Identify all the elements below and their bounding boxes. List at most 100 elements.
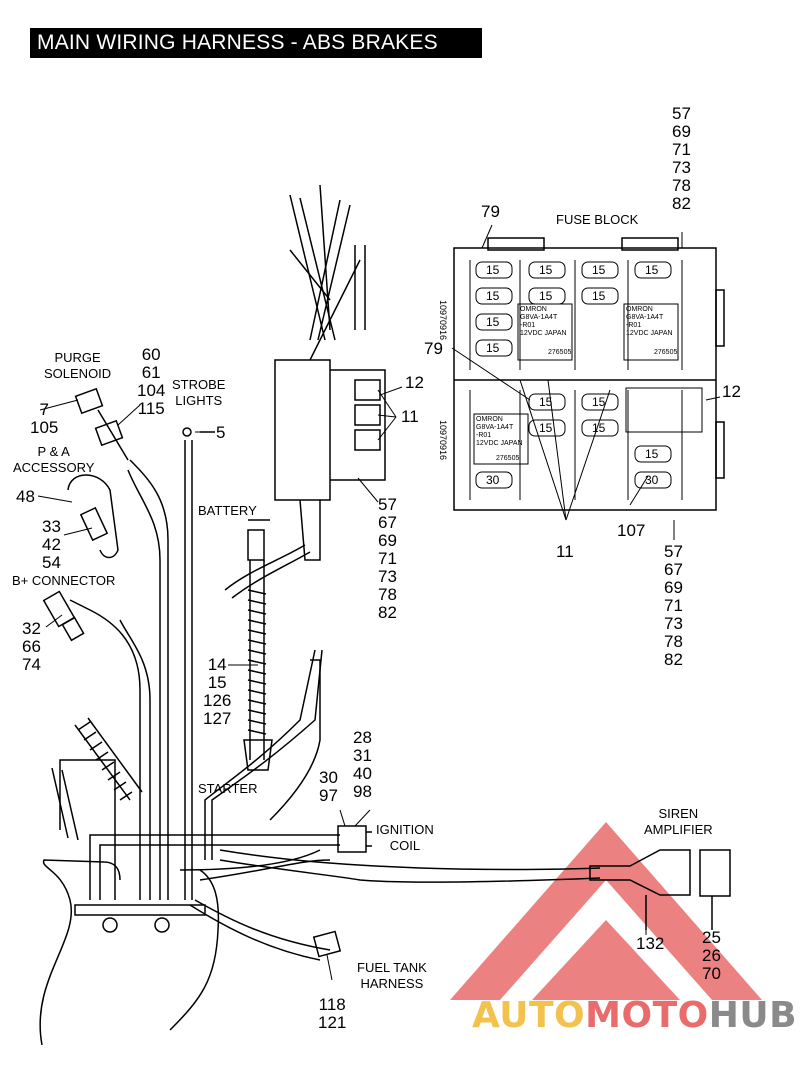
relay-part-number: 276505 [548,349,572,356]
strobe-lights-label-line2: LIGHTS [175,393,223,408]
fuse-value: 15 [539,289,553,303]
callout-num: 57 [672,104,691,123]
callout-num: 121 [318,1013,347,1032]
fuse-block-side-text: 10970916 [438,420,448,461]
callout-28: 28 31 40 98 [353,729,372,801]
purge-solenoid-label-line1: PURGE [54,350,101,365]
relay-text: 12VDC JAPAN [476,440,523,447]
callout-num: 67 [664,560,683,579]
ignition-coil-connector [337,825,372,853]
callout-79a: 79 [481,202,500,221]
callout-num: 105 [30,418,59,437]
pa-accessory-connector [67,474,119,559]
ignition-coil-label-line1: IGNITION [376,822,434,837]
watermark-part: AUTO [472,995,586,1036]
page-title: MAIN WIRING HARNESS - ABS BRAKES [30,28,482,58]
callout-num: 30 [319,768,338,787]
fuse-value: 15 [539,263,553,277]
siren-amplifier-label-line1: SIREN [658,806,699,821]
pa-accessory-label-line1: P & A [37,444,70,459]
callout-num: 127 [203,709,232,728]
callout-num: 73 [378,567,397,586]
fuse-value: 15 [592,421,606,435]
siren-amplifier-label: SIREN AMPLIFIER [644,806,713,838]
watermark-part: HUB [708,995,798,1036]
fuse-value: 15 [592,289,606,303]
relay-label-1: OMRON G8VA-1A4T -R01 12VDC JAPAN [520,306,567,338]
relay-text: OMRON [520,306,547,313]
relay-text: -R01 [476,432,492,439]
battery-label: BATTERY [198,503,257,518]
strobe-lights-label-line1: STROBE [172,377,226,392]
callout-num: 82 [378,603,397,622]
callout-11a: 11 [401,407,419,426]
relay-text: OMRON [476,416,503,423]
relay-text: -R01 [626,322,642,329]
callout-num: 104 [137,381,166,400]
callout-num: 115 [137,399,165,418]
relay-text: -R01 [520,322,536,329]
callout-num: 67 [378,513,397,532]
fuel-tank-harness-label-line2: HARNESS [360,976,424,991]
callout-num: 15 [207,673,227,692]
pa-accessory-label: P & A ACCESSORY [13,444,94,476]
fuse-value: 15 [645,263,659,277]
callout-num: 78 [664,632,683,651]
callout-num: 71 [378,549,397,568]
callout-num: 61 [141,363,161,382]
fuse-block-diagram [453,237,725,511]
ignition-coil-label-line2: COIL [389,838,421,853]
callout-num: 31 [353,746,372,765]
callout-num: 32 [22,619,41,638]
watermark-text: AUTOMOTOHUB [472,995,797,1036]
callout-num: 74 [22,655,41,674]
callout-num: 40 [353,764,372,783]
callout-num: 42 [42,535,61,554]
callout-107: 107 [617,521,646,540]
callout-num: 73 [672,158,691,177]
fuse-value: 15 [486,263,500,277]
starter-label: STARTER [198,781,258,796]
fuse-value: 15 [592,395,606,409]
relay-text: G8VA-1A4T [476,424,514,431]
callout-48: 48 [16,487,35,506]
callout-num: 66 [22,637,41,656]
callout-5: 5 [216,423,226,442]
callout-132: 132 [636,934,665,953]
strobe-lights-label: STROBE LIGHTS [172,377,225,409]
callout-num: 82 [672,194,691,213]
callout-num: 78 [672,176,691,195]
siren-amplifier-connector [589,849,731,930]
watermark-part: MOTO [585,995,709,1036]
b-connector [42,590,85,642]
relay-part-number: 276505 [654,349,678,356]
callout-30: 30 97 [319,769,338,805]
callout-12b: 12 [722,382,741,401]
purge-solenoid-label: PURGE SOLENOID [44,350,111,382]
callout-leaders [37,224,721,981]
fuel-tank-harness-label-line1: FUEL TANK [357,960,427,975]
fuse-block-side-text: 10970916 [438,300,448,341]
callout-num: 78 [378,585,397,604]
battery-cable [243,519,273,771]
relay-label-2: OMRON G8VA-1A4T -R01 12VDC JAPAN [626,306,673,338]
fuel-tank-connector [312,930,342,958]
callout-11b: 11 [556,542,574,561]
relay-label-3: OMRON G8VA-1A4T -R01 12VDC JAPAN [476,416,523,448]
callout-num: 70 [702,964,721,983]
callout-num: 69 [378,531,397,550]
callout-57top: 57 69 71 73 78 82 [672,105,691,213]
relay-text: G8VA-1A4T [520,314,558,321]
purge-solenoid-connector [74,387,129,461]
callout-num: 57 [664,542,683,561]
callout-num: 73 [664,614,683,633]
callout-num: 7 [39,400,49,419]
callout-num: 14 [207,655,227,674]
callout-num: 26 [702,946,721,965]
callout-num: 25 [702,928,721,947]
callout-num: 69 [664,578,683,597]
callout-num: 98 [353,782,372,801]
callout-79b: 79 [424,339,443,358]
callout-num: 71 [664,596,683,615]
